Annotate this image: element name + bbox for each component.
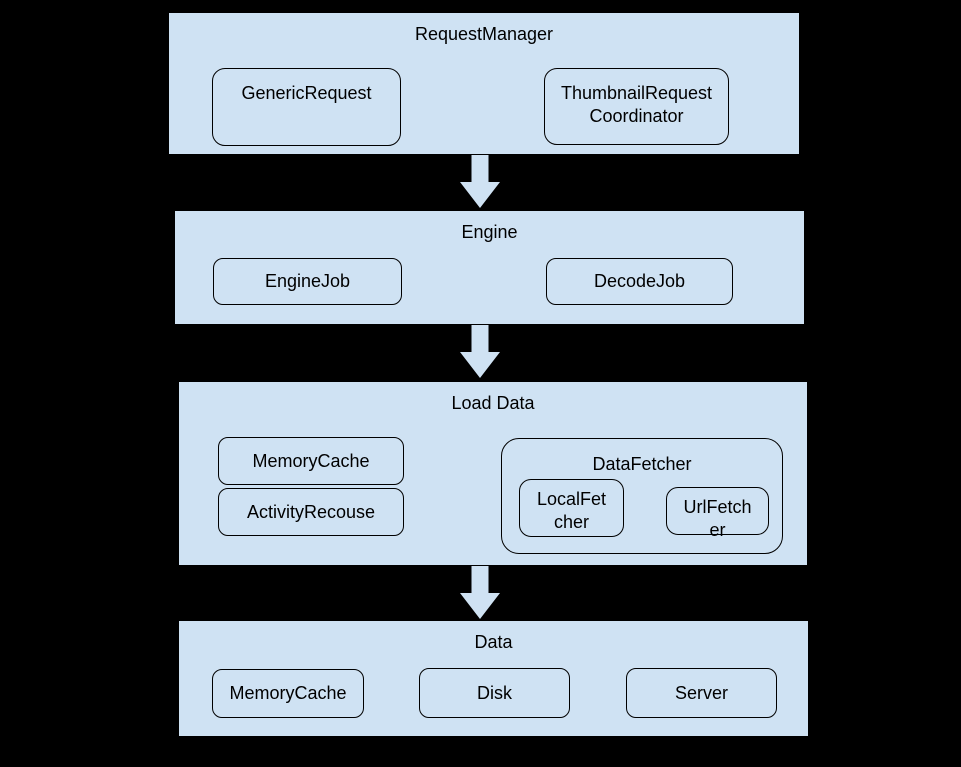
node-generic-request: GenericRequest (212, 68, 401, 146)
down-arrow-icon (460, 325, 500, 378)
section-data-title: Data (474, 632, 513, 652)
node-activity-recouse-label: ActivityRecouse (246, 501, 376, 522)
node-disk-label: Disk (477, 682, 512, 703)
down-arrow-icon (460, 566, 500, 619)
node-url-fetcher-label-line1: UrlFetch (683, 497, 752, 517)
node-decode-job-label: DecodeJob (593, 271, 686, 291)
node-thumbnail-request-coordinator: ThumbnailRequest Coordinator (544, 68, 729, 145)
section-request-manager-title: RequestManager (414, 24, 554, 44)
section-data: Data MemoryCache Disk Server (178, 620, 809, 737)
group-data-fetcher: DataFetcher LocalFet cher UrlFetch er (501, 438, 783, 554)
node-activity-recouse: ActivityRecouse (218, 488, 404, 536)
node-server-label: Server (674, 682, 728, 703)
node-server: Server (626, 668, 777, 718)
node-local-fetcher: LocalFet cher (519, 479, 624, 537)
node-url-fetcher-label-line2: er (709, 520, 726, 540)
node-engine-job-label: EngineJob (264, 271, 351, 291)
node-local-fetcher-label-line1: LocalFet (536, 489, 607, 509)
node-disk: Disk (419, 668, 570, 718)
node-thumbnail-request-coordinator-label-line2: Coordinator (589, 106, 684, 126)
section-load-data-title: Load Data (451, 393, 535, 413)
node-data-memory-cache: MemoryCache (212, 669, 364, 718)
node-url-fetcher: UrlFetch er (666, 487, 769, 540)
group-data-fetcher-title: DataFetcher (592, 454, 692, 474)
node-engine-job: EngineJob (213, 258, 402, 305)
section-load-data: Load Data MemoryCache ActivityRecouse Da… (178, 381, 808, 566)
section-engine-title: Engine (461, 222, 518, 242)
node-load-data-memory-cache-label: MemoryCache (252, 450, 370, 471)
section-engine: Engine EngineJob DecodeJob (174, 210, 805, 325)
node-decode-job: DecodeJob (546, 258, 733, 305)
node-generic-request-label: GenericRequest (241, 83, 372, 103)
node-load-data-memory-cache: MemoryCache (218, 437, 404, 485)
node-local-fetcher-label-line2: cher (553, 512, 589, 532)
section-request-manager: RequestManager GenericRequest ThumbnailR… (168, 12, 800, 155)
down-arrow-icon (460, 155, 500, 208)
node-thumbnail-request-coordinator-label-line1: ThumbnailRequest (560, 83, 713, 103)
node-data-memory-cache-label: MemoryCache (229, 683, 347, 703)
